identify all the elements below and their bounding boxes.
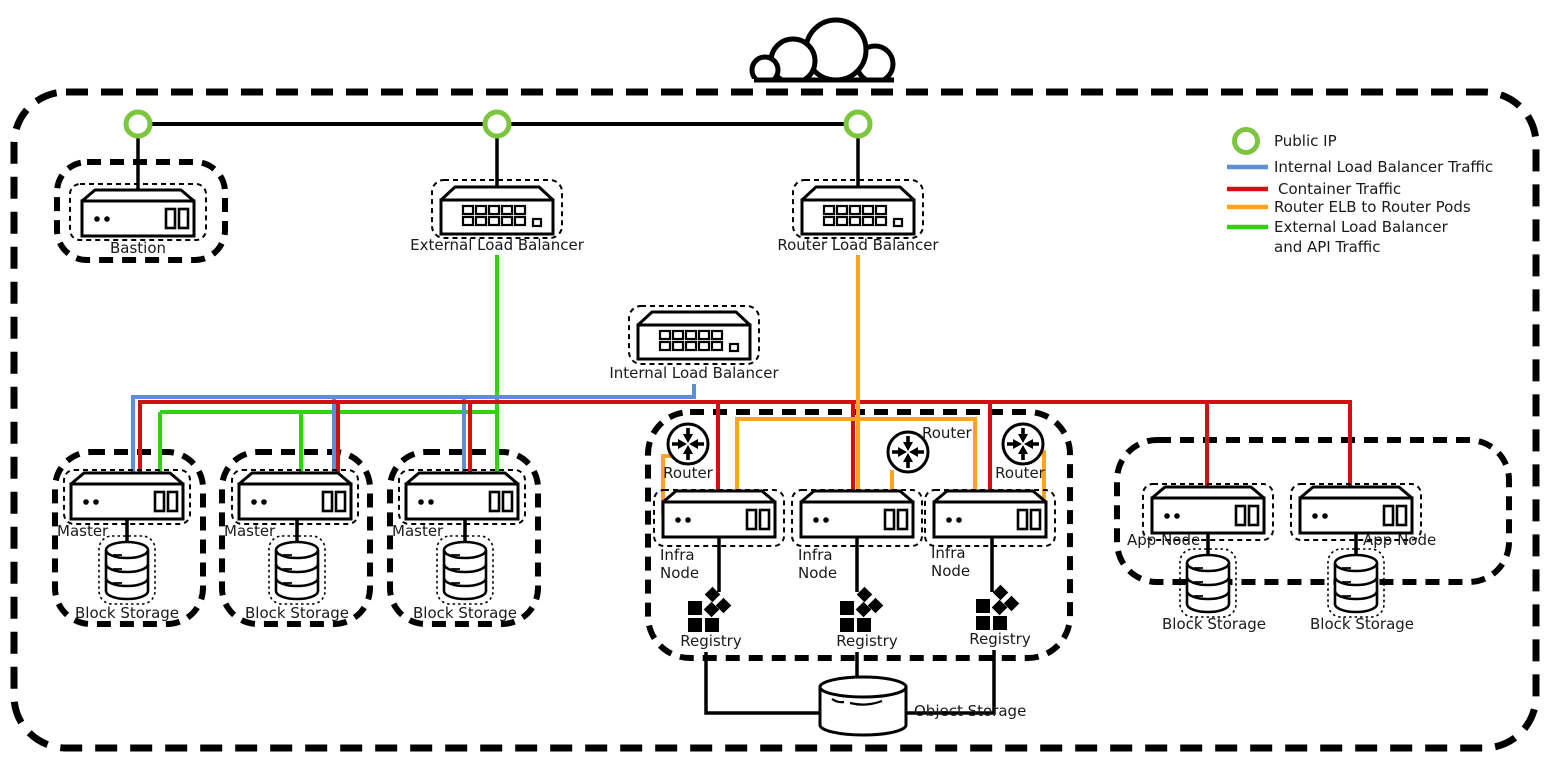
internal-lb-border (628, 305, 760, 365)
app-node-2-border (1290, 483, 1422, 541)
block-storage-label: Block Storage (413, 604, 517, 622)
infra-node-label: Node (931, 562, 970, 580)
public-ip-icon (843, 109, 873, 139)
storage-connector-lines (125, 515, 1358, 715)
infra-node-label: Node (798, 564, 837, 582)
master-2-group-box (219, 449, 373, 627)
block-storage-label: Block Storage (245, 604, 349, 622)
legend-public-ip-icon (1232, 127, 1260, 155)
cluster-boundary (10, 88, 1540, 752)
object-storage-label: Object Storage (914, 702, 1026, 720)
public-ip-icon (123, 109, 153, 139)
registry-label: Registry (836, 632, 898, 650)
external-lb-border (431, 179, 563, 239)
public-ip-icon (482, 109, 512, 139)
router-elb-traffic-line (661, 255, 1046, 515)
legend-public-ip-label: Public IP (1274, 132, 1337, 150)
block-storage-label: Block Storage (1162, 615, 1266, 633)
legend-router-elb-label: Router ELB to Router Pods (1274, 198, 1471, 216)
block-storage-icon (442, 540, 488, 601)
block-storage-label: Block Storage (75, 604, 179, 622)
router-label: Router (663, 464, 714, 482)
router-icon (1001, 422, 1045, 466)
registry-icon (688, 586, 732, 632)
master-label: Master (224, 522, 276, 540)
master-1-group-box (52, 449, 206, 627)
legend-external-lb-label-1: External Load Balancer (1274, 218, 1449, 236)
server-icon (661, 489, 777, 539)
master-label: Master (392, 522, 444, 540)
legend-internal-lb-label: Internal Load Balancer Traffic (1274, 158, 1493, 176)
external-lb-label: External Load Balancer (410, 236, 585, 254)
block-storage-border (436, 535, 494, 605)
block-storage-icon (1333, 553, 1379, 614)
registry-icon (976, 584, 1020, 630)
legend: Public IP Internal Load Balancer Traffic… (1227, 127, 1493, 256)
app-node-label: App Node (1363, 531, 1436, 549)
server-icon (1150, 485, 1266, 535)
infra-node-label: Infra (798, 546, 833, 564)
container-traffic-line (138, 400, 1352, 515)
registry-label: Registry (680, 632, 742, 650)
server-icon (799, 489, 915, 539)
bastion-label: Bastion (110, 239, 166, 257)
app-node-label: App Node (1127, 531, 1200, 549)
server-icon (1298, 485, 1414, 535)
block-storage-icon (104, 540, 150, 601)
block-storage-icon (274, 540, 320, 601)
block-storage-icon (1185, 553, 1231, 614)
infra-node-label: Infra (660, 546, 695, 564)
block-storage-border (1179, 548, 1237, 618)
registry-icon (840, 586, 884, 632)
load-balancer-icon (800, 185, 916, 236)
load-balancer-icon (636, 310, 752, 361)
router-label: Router (995, 464, 1046, 482)
app-group-box (1114, 437, 1512, 585)
internal-lb-label: Internal Load Balancer (609, 364, 779, 382)
block-storage-label: Block Storage (1310, 615, 1414, 633)
router-icon (666, 422, 710, 466)
load-balancer-icon (439, 185, 555, 236)
registry-label: Registry (969, 630, 1031, 648)
legend-external-lb-label-2: and API Traffic (1274, 238, 1381, 256)
master-2-border (231, 469, 359, 525)
block-storage-border (98, 535, 156, 605)
server-icon (80, 188, 196, 238)
cloud-icon (749, 17, 912, 89)
infra-node-label: Infra (931, 544, 966, 562)
server-icon (69, 471, 185, 521)
bastion-group-box (54, 159, 228, 263)
router-lb-border (792, 179, 924, 239)
object-storage-icon (818, 675, 908, 737)
external-lb-api-traffic-line (158, 255, 499, 500)
bastion-node-border (69, 183, 207, 241)
master-label: Master (57, 522, 109, 540)
router-label: Router (922, 424, 973, 442)
router-lb-label: Router Load Balancer (777, 236, 939, 254)
infra-node-label: Node (660, 564, 699, 582)
master-3-border (398, 469, 526, 525)
server-icon (237, 471, 353, 521)
server-icon (404, 471, 520, 521)
server-icon (932, 489, 1048, 539)
master-3-group-box (387, 449, 541, 627)
app-node-1-border (1142, 483, 1274, 541)
master-1-border (63, 469, 191, 525)
legend-container-label: Container Traffic (1278, 180, 1401, 198)
block-storage-border (268, 535, 326, 605)
block-storage-border (1327, 548, 1385, 618)
